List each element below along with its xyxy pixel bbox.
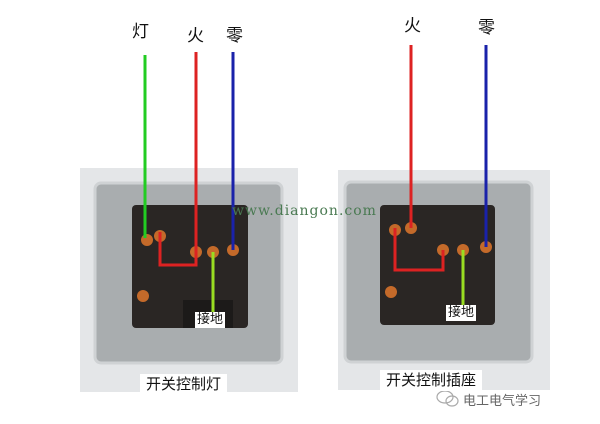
left-live-label: 火 <box>187 26 204 46</box>
left-neutral-label: 零 <box>226 26 243 46</box>
left-terminal <box>137 290 149 302</box>
source-watermark: 电工电气学习 <box>463 394 542 409</box>
url-watermark: www.diangon.com <box>232 203 377 219</box>
left-terminal <box>141 234 153 246</box>
left-ground-label: 接地 <box>195 312 226 329</box>
right-ground-label: 接地 <box>446 305 477 322</box>
right-caption: 开关控制插座 <box>380 370 483 391</box>
right-socket-photo <box>338 45 550 390</box>
lamp-wire-label: 灯 <box>132 22 149 42</box>
right-switch-module <box>380 205 495 325</box>
left-caption: 开关控制灯 <box>140 374 228 395</box>
right-live-jumper <box>393 228 445 272</box>
right-live-label: 火 <box>404 16 421 36</box>
right-neutral-label: 零 <box>478 18 495 38</box>
left-live-wire <box>158 52 198 267</box>
right-terminal <box>385 286 397 298</box>
wechat-icon <box>436 390 459 407</box>
left-switch-photo <box>80 52 298 392</box>
